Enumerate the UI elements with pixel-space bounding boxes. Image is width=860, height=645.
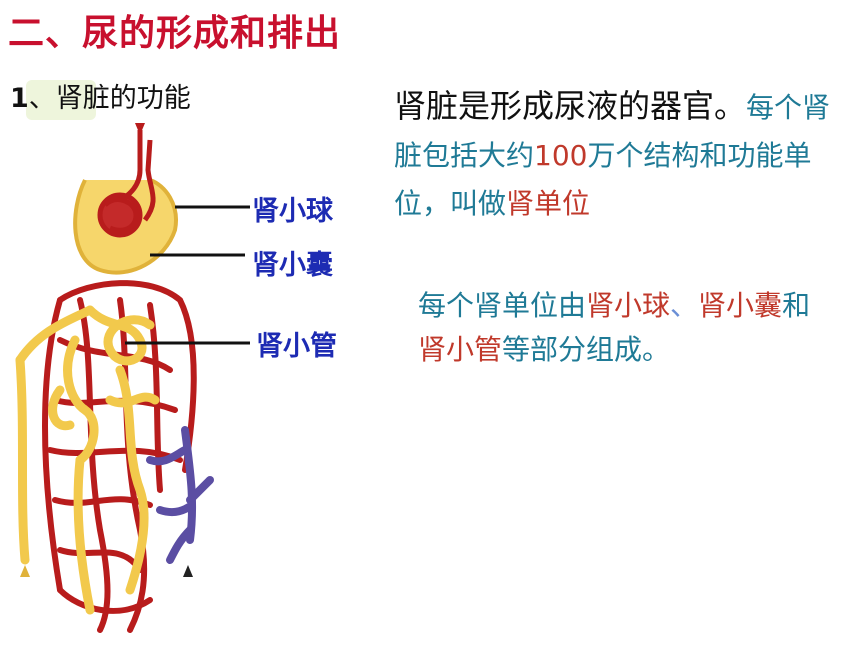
slide-title: 二、尿的形成和排出 bbox=[8, 13, 342, 54]
vein bbox=[146, 426, 214, 564]
nephron-diagram bbox=[15, 123, 250, 633]
label-glomerulus: 肾小球 bbox=[252, 196, 333, 227]
para1-part1: 肾脏是形成尿液的器官。 bbox=[394, 87, 747, 125]
label-tubule: 肾小管 bbox=[256, 331, 337, 362]
para2-part2: 和 bbox=[782, 289, 811, 322]
para2-term2: 肾小囊 bbox=[698, 289, 783, 322]
para2-term3: 肾小管 bbox=[418, 333, 503, 366]
para1-term: 肾单位 bbox=[506, 187, 591, 220]
label-capsule: 肾小囊 bbox=[252, 250, 333, 281]
para2-term1: 肾小球 bbox=[586, 289, 671, 322]
para1-part2: 每个肾脏包括大约 bbox=[394, 91, 831, 172]
paragraph-kidney-function: 肾脏是形成尿液的器官。每个肾脏包括大约100万个结构和功能单位，叫做肾单位 bbox=[394, 82, 854, 228]
para1-number: 100 bbox=[534, 139, 588, 172]
para1-part3: 万个结构和功能单位，叫做 bbox=[394, 139, 812, 220]
vein-arrow-icon bbox=[183, 565, 193, 577]
tubule bbox=[15, 305, 160, 615]
para2-part1: 每个肾单位由 bbox=[418, 289, 587, 322]
inflow-arrow-icon bbox=[135, 123, 145, 135]
section-number: 1 bbox=[10, 83, 29, 114]
para2-part3: 等部分组成。 bbox=[502, 333, 671, 366]
pointer-lines bbox=[125, 205, 250, 345]
outflow-arrow-icon bbox=[20, 565, 30, 577]
glomerulus bbox=[97, 130, 156, 238]
paragraph-nephron-parts: 每个肾单位由肾小球、肾小囊和肾小管等部分组成。 bbox=[418, 284, 838, 372]
para2-separator: 、 bbox=[670, 289, 699, 322]
section-heading-text: 、肾脏的功能 bbox=[28, 83, 191, 114]
section-heading: 1、肾脏的功能 bbox=[10, 76, 191, 115]
subtitle-highlight bbox=[26, 80, 96, 120]
